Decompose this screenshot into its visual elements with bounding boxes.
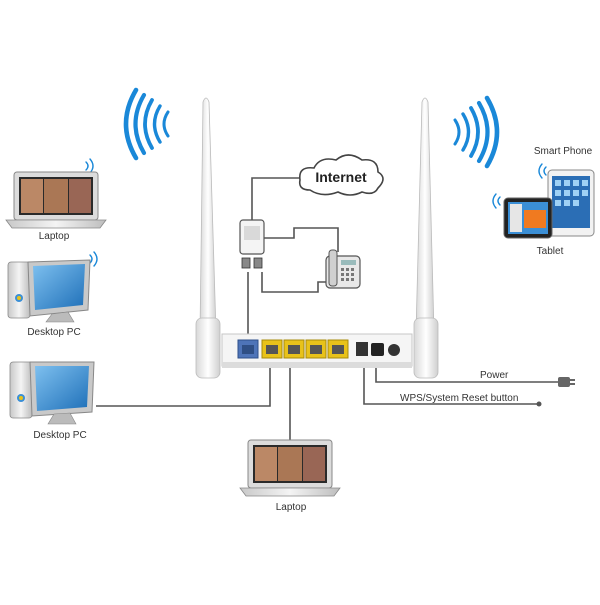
- wifi-waves-right-icon: [453, 95, 500, 169]
- wps-line-end: [536, 401, 542, 407]
- modem: [239, 219, 265, 269]
- desktop-pc-bottom-label: Desktop PC: [33, 430, 87, 441]
- tablet-smartphone-icon: [503, 169, 595, 239]
- laptop-left-icon: [5, 171, 107, 229]
- lan-ports: [261, 339, 349, 359]
- cable-modem-phone: [262, 227, 339, 252]
- antenna-left: [199, 97, 217, 333]
- telephone-icon: [325, 249, 361, 289]
- tablet-label: Tablet: [536, 246, 564, 257]
- power-label: Power: [480, 370, 509, 381]
- antenna-right: [415, 97, 435, 333]
- wifi-small-icons: [85, 158, 547, 267]
- laptop-bottom-label: Laptop: [275, 502, 307, 513]
- wps-reset-label: WPS/System Reset button: [400, 393, 519, 404]
- wps-button: [356, 342, 368, 356]
- laptop-bottom-icon: [239, 439, 341, 497]
- line-wps: [363, 358, 538, 405]
- smart-phone-label: Smart Phone: [533, 146, 593, 157]
- desktop-pc-top-icon: [7, 259, 91, 323]
- wifi-waves-left-icon: [123, 87, 170, 161]
- internet-cloud-icon: [298, 154, 384, 196]
- cable-splitter-phone: [261, 272, 328, 293]
- desktop-pc-top-label: Desktop PC: [27, 327, 81, 338]
- laptop-left-label: Laptop: [38, 231, 70, 242]
- internet-label: Internet: [315, 169, 367, 185]
- desktop-pc-bottom-icon: [9, 361, 95, 425]
- cable-internet-modem: [251, 177, 305, 222]
- power-port: [371, 343, 384, 356]
- power-switch: [388, 344, 400, 356]
- router: [195, 97, 439, 379]
- cable-lan-desktop: [96, 355, 271, 407]
- power-plug-icon: [558, 377, 575, 387]
